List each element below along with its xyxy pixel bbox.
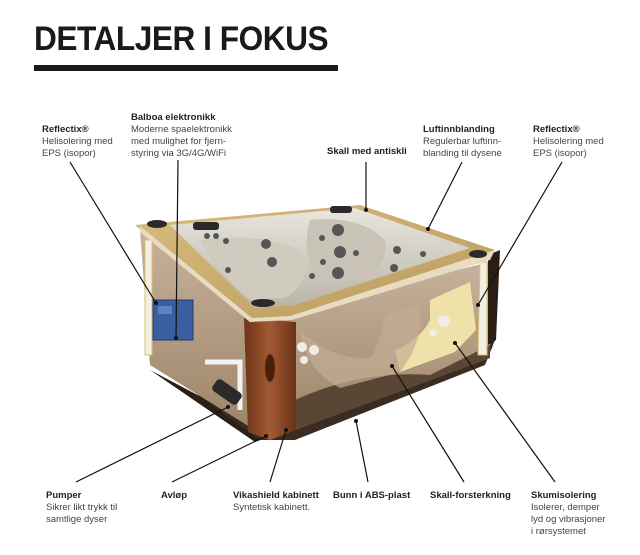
callout-avlop: Avløp xyxy=(161,490,221,502)
left-panel xyxy=(140,230,258,432)
reflectix-right-strip xyxy=(477,261,488,356)
leader-luftinnblanding xyxy=(427,161,463,230)
callout-desc: Regulerbar luftinn- blanding til dysene xyxy=(423,136,502,159)
pump xyxy=(212,379,242,405)
title-underline xyxy=(34,65,338,71)
balboa-control-box xyxy=(152,299,194,341)
callout-title: Vikashield kabinett xyxy=(233,490,319,501)
callout-desc: Moderne spaelektronikk med mulighet for … xyxy=(131,124,232,159)
leader-pumper xyxy=(75,406,229,483)
callout-title: Luftinnblanding xyxy=(423,124,495,135)
leader-avlop xyxy=(171,435,267,483)
callout-title: Bunn i ABS-plast xyxy=(333,490,411,501)
callout-balboa: Balboa elektronikk Moderne spaelektronik… xyxy=(131,112,251,160)
leader-bunn xyxy=(355,420,369,483)
callout-skumisolering: Skumisolering Isolerer, demper lyd og vi… xyxy=(531,490,631,538)
page-title: DETALJER I FOKUS xyxy=(34,20,329,58)
callout-title: Reflectix® xyxy=(533,124,580,135)
callout-desc: Helisolering med EPS (isopor) xyxy=(533,136,604,159)
callout-desc: Syntetisk kabinett. xyxy=(233,502,311,513)
leader-reflectix-right xyxy=(477,161,563,306)
callout-luftinnblanding: Luftinnblanding Regulerbar luftinn- blan… xyxy=(423,124,533,160)
callout-desc: Isolerer, demper lyd og vibrasjoner i rø… xyxy=(531,502,606,537)
callout-title: Skall-forsterkning xyxy=(430,490,511,501)
callout-title: Pumper xyxy=(46,490,82,501)
callout-bunn: Bunn i ABS-plast xyxy=(333,490,433,502)
callout-desc: Sikrer likt trykk til samtlige dyser xyxy=(46,502,118,525)
callout-reflectix-right: Reflectix® Helisolering med EPS (isopor) xyxy=(533,124,633,160)
reflectix-left-strip xyxy=(144,239,153,356)
foam-insulation xyxy=(395,282,476,372)
callout-title: Skumisolering xyxy=(531,490,597,501)
callout-title: Avløp xyxy=(161,490,188,501)
callout-pumper: Pumper Sikrer likt trykk til samtlige dy… xyxy=(46,490,146,526)
callout-skall-antiskli: Skall med antiskli xyxy=(327,146,427,158)
callout-title: Skall med antiskli xyxy=(327,146,407,157)
callout-skall-forsterkning: Skall-forsterkning xyxy=(430,490,530,502)
leader-vikashield xyxy=(269,429,287,483)
callout-desc: Helisolering med EPS (isopor) xyxy=(42,136,113,159)
leader-reflectix-left xyxy=(69,161,157,304)
callout-vikashield: Vikashield kabinett Syntetisk kabinett. xyxy=(233,490,343,514)
leader-balboa xyxy=(175,159,179,339)
callout-title: Balboa elektronikk xyxy=(131,112,216,123)
callout-reflectix-left: Reflectix® Helisolering med EPS (isopor) xyxy=(42,124,142,160)
leader-skall-forsterkning xyxy=(391,365,465,483)
leader-skumisolering xyxy=(454,342,556,483)
callout-title: Reflectix® xyxy=(42,124,89,135)
